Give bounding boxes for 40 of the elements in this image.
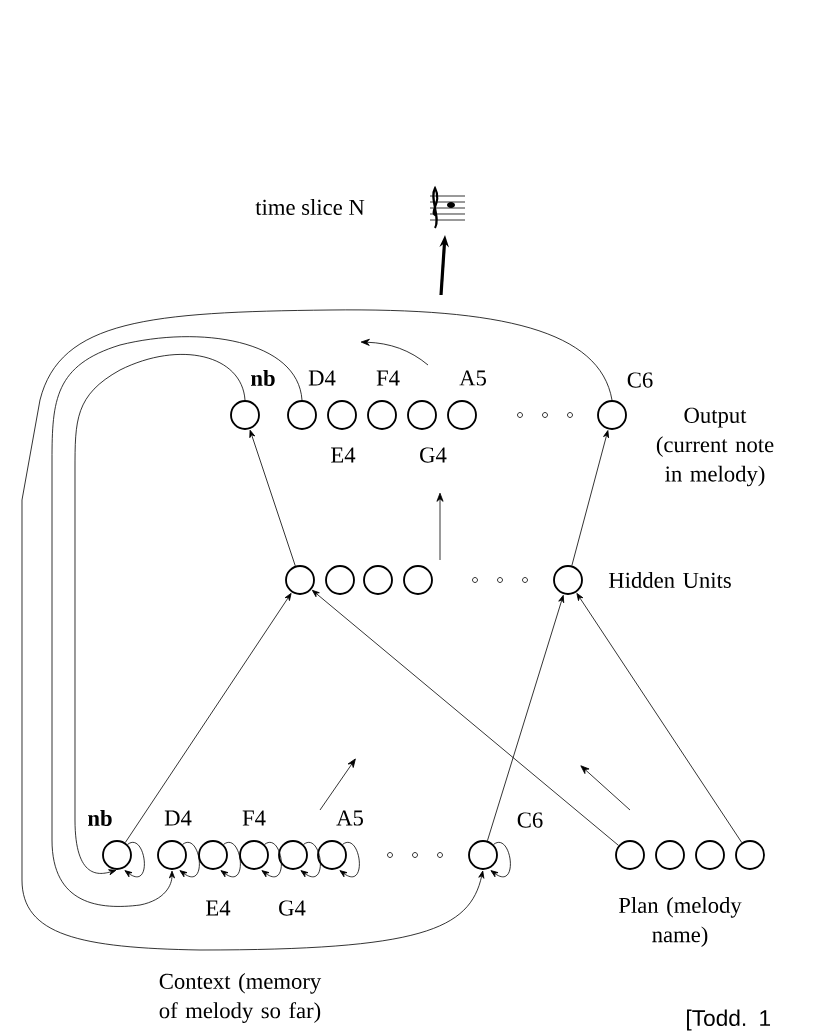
unit-circle <box>615 840 645 870</box>
arrow <box>51 336 303 907</box>
layer-label: Hidden Units <box>608 572 731 588</box>
caption-text: time slice N <box>255 199 365 215</box>
note-label: nb <box>251 370 275 386</box>
unit-circle <box>325 565 355 595</box>
unit-circle <box>403 565 433 595</box>
arrow <box>487 594 565 842</box>
arrow <box>249 429 296 567</box>
unit-circle <box>553 565 583 595</box>
citation: [Todd. 1 <box>687 1009 770 1031</box>
note-label: G4 <box>420 447 447 463</box>
note-label: F4 <box>376 370 400 386</box>
arrow <box>571 430 609 566</box>
arrow <box>490 842 511 878</box>
arrow <box>124 593 292 843</box>
note-label: A5 <box>459 370 486 386</box>
layer-label: Output (current note in melody) <box>656 407 774 487</box>
note-label: F4 <box>242 810 266 826</box>
note-label: C6 <box>517 812 543 828</box>
arrow <box>576 593 743 843</box>
unit-circle <box>655 840 685 870</box>
note-label: A5 <box>336 810 363 826</box>
note-label: E4 <box>206 900 231 916</box>
arrow <box>311 589 619 846</box>
unit-circle <box>363 565 393 595</box>
arrow <box>124 842 145 878</box>
unit-circle <box>285 565 315 595</box>
note-label: nb <box>88 810 112 826</box>
layer-label: Plan (melody name) <box>618 897 742 947</box>
note-label: G4 <box>279 900 306 916</box>
note-label: E4 <box>331 447 356 463</box>
layer-label: Context (memory of melody so far) <box>159 973 322 1023</box>
arrow <box>74 354 246 876</box>
note-label: D4 <box>308 370 336 386</box>
note-label: C6 <box>627 372 653 388</box>
unit-circle <box>695 840 725 870</box>
arrow <box>21 309 613 951</box>
unit-circle <box>735 840 765 870</box>
note-label: D4 <box>164 810 192 826</box>
